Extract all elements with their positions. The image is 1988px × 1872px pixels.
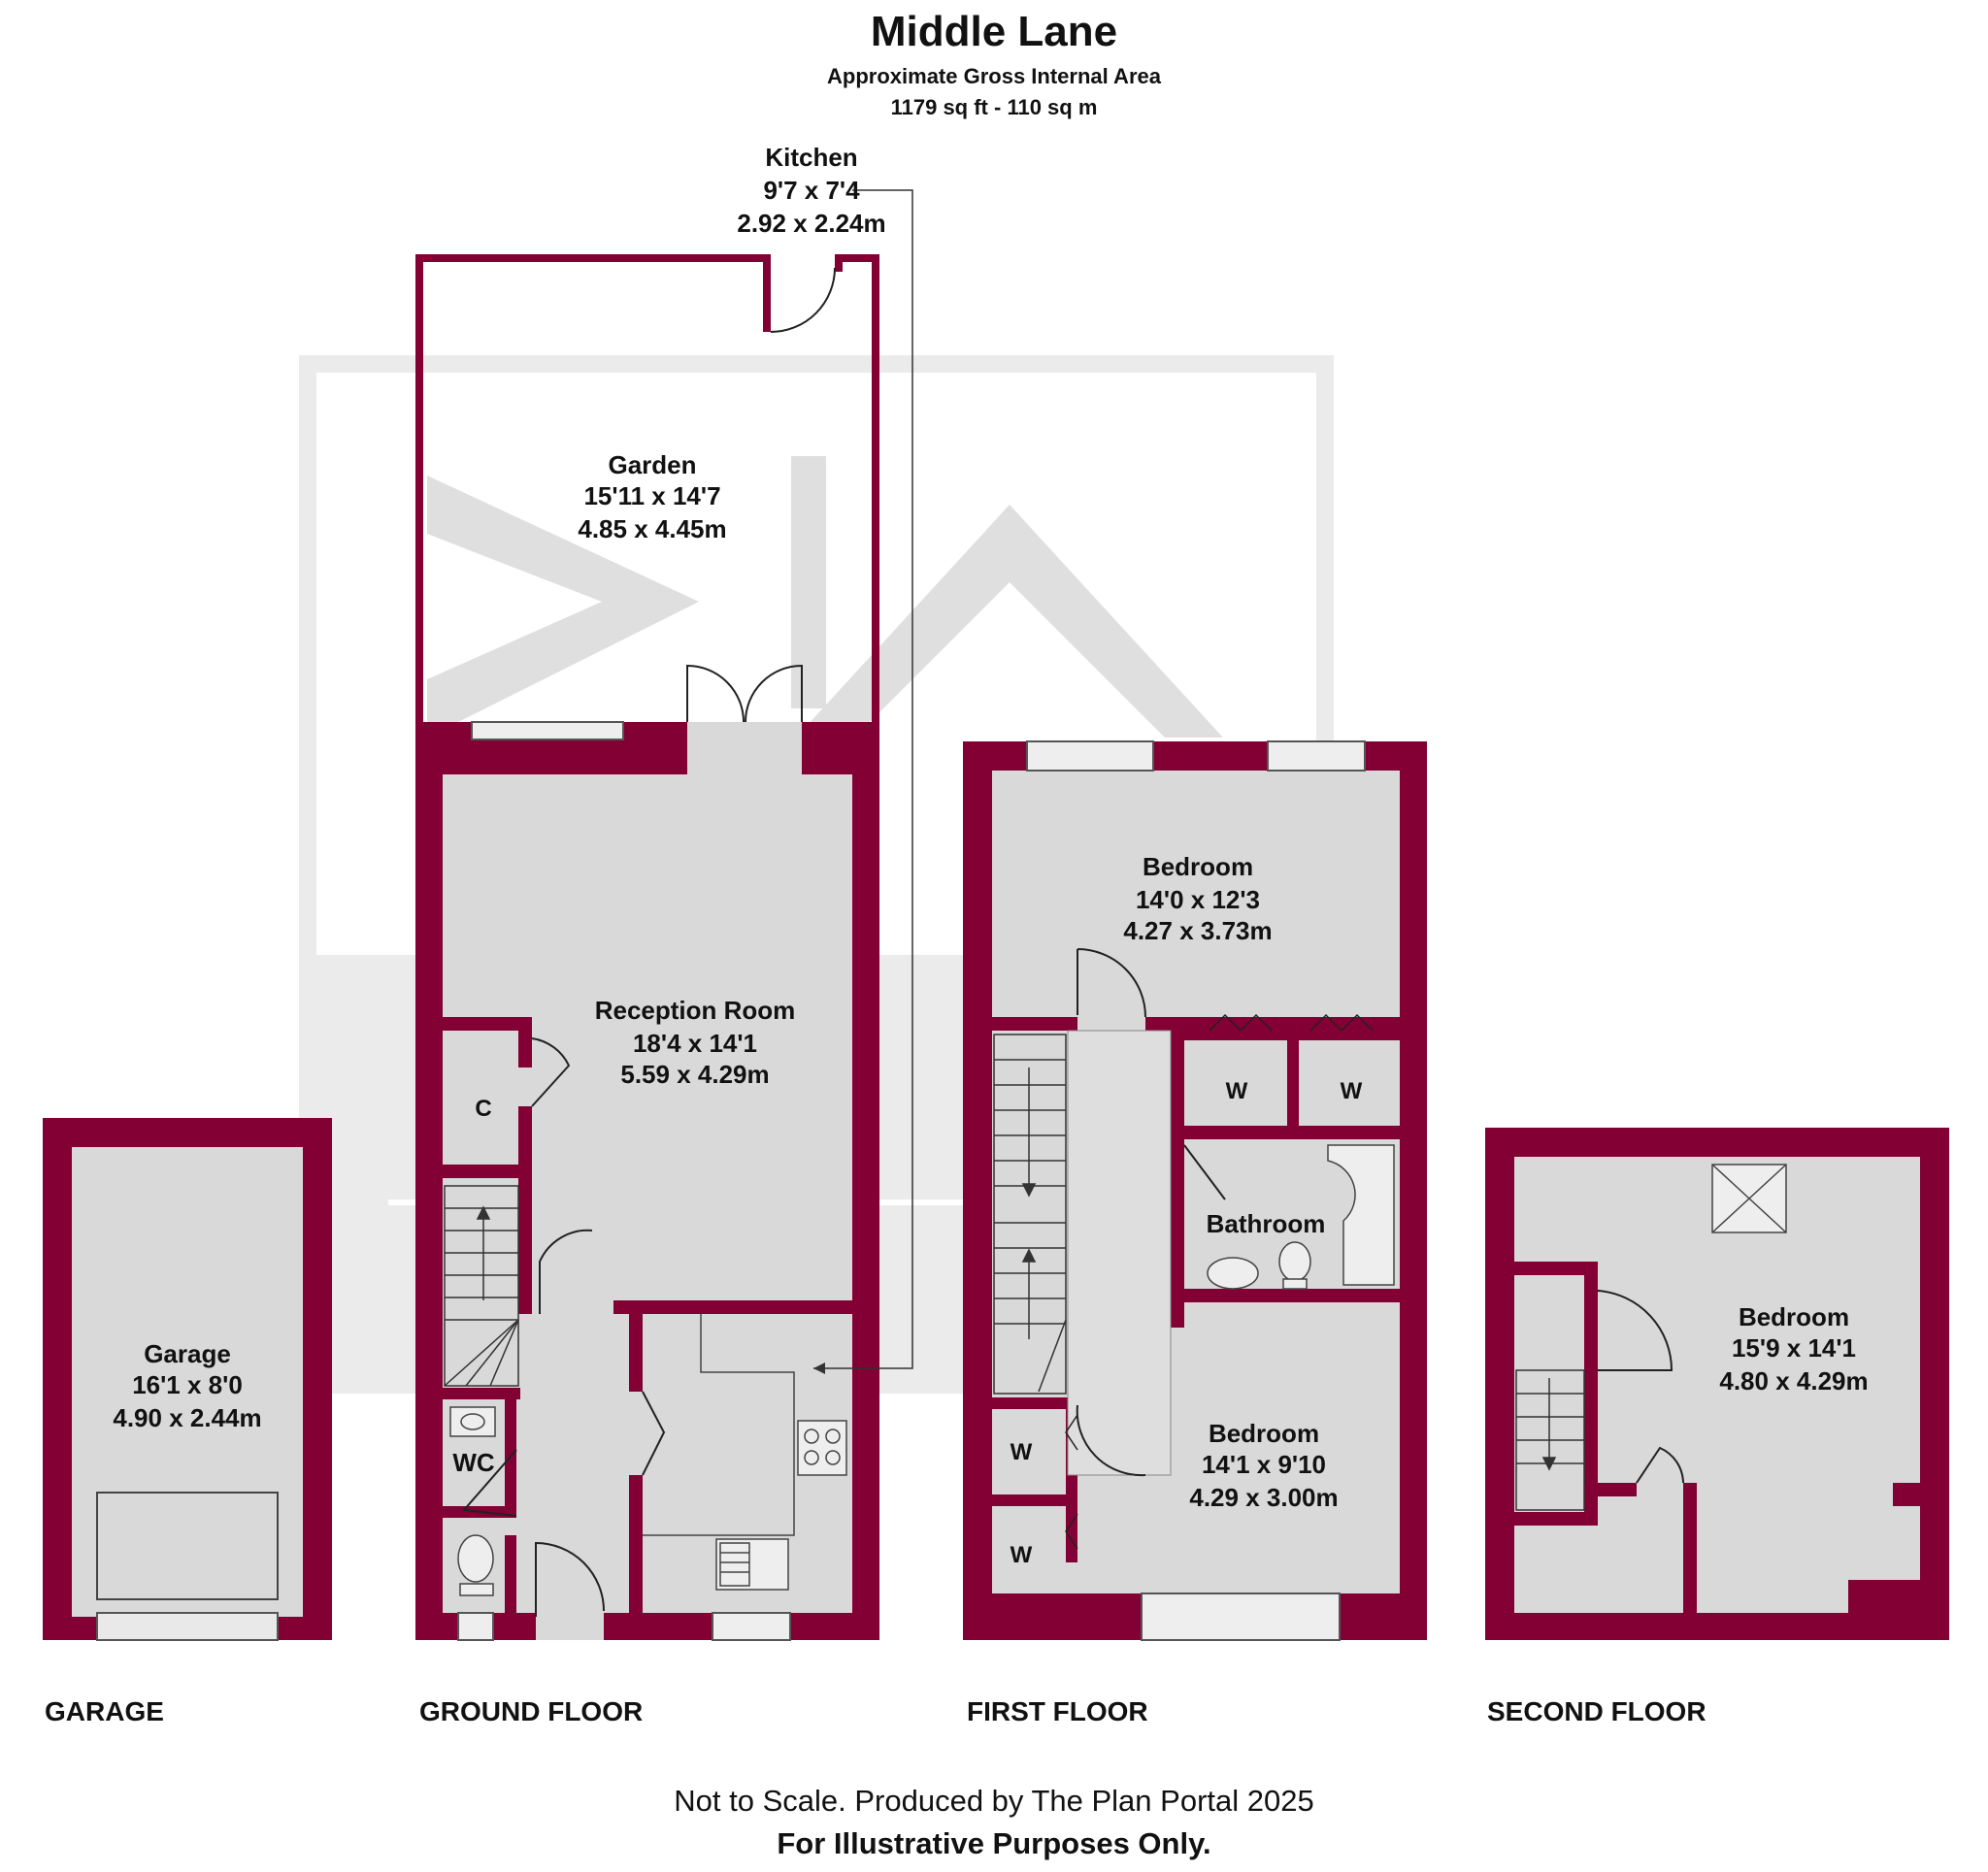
bedroom3-door bbox=[1597, 1290, 1673, 1371]
second-stairs bbox=[1515, 1369, 1585, 1511]
floor-label-garage: GARAGE bbox=[45, 1696, 164, 1726]
bedroom3-metric: 4.80 x 4.29m bbox=[1719, 1366, 1868, 1396]
kitchen-imperial: 9'7 x 7'4 bbox=[763, 176, 860, 205]
patio-door-left bbox=[686, 664, 745, 723]
window bbox=[457, 1612, 494, 1641]
floor-label-second: SECOND FLOOR bbox=[1487, 1696, 1706, 1726]
bedroom-door bbox=[1077, 948, 1146, 1018]
wc-label: WC bbox=[452, 1448, 495, 1477]
patio-door-right bbox=[745, 664, 803, 723]
room-labels: Kitchen 9'7 x 7'4 2.92 x 2.24m Garden 15… bbox=[113, 143, 1868, 1568]
front-door bbox=[535, 1541, 605, 1617]
bedroom3-imperial: 15'9 x 14'1 bbox=[1732, 1333, 1856, 1363]
patio-door-opening bbox=[687, 722, 802, 774]
footer-illustrative: For Illustrative Purposes Only. bbox=[777, 1826, 1211, 1860]
area-label: Approximate Gross Internal Area bbox=[827, 64, 1161, 88]
garage-plan bbox=[43, 1118, 332, 1641]
reception-imperial: 18'4 x 14'1 bbox=[633, 1029, 757, 1058]
page-title: Middle Lane bbox=[870, 8, 1118, 55]
bathroom-fittings bbox=[1207, 1144, 1395, 1290]
cupboard-label: C bbox=[475, 1096, 491, 1122]
cupboard-door bbox=[1636, 1446, 1684, 1484]
garden-gate bbox=[770, 267, 836, 333]
cupboard-door bbox=[531, 1037, 571, 1107]
front-door-opening bbox=[536, 1533, 604, 1640]
reception-label: Reception Room bbox=[595, 996, 796, 1025]
garage-label: Garage bbox=[144, 1339, 231, 1368]
bedroom2-imperial: 14'1 x 9'10 bbox=[1202, 1450, 1326, 1479]
kitchen-leader-line bbox=[813, 189, 913, 1369]
wc-fittings bbox=[449, 1406, 496, 1596]
bedroom3-label: Bedroom bbox=[1739, 1302, 1849, 1331]
wardrobe-label: W bbox=[1226, 1078, 1248, 1104]
bathroom-door bbox=[1183, 1144, 1226, 1200]
garage-door-marking bbox=[96, 1492, 279, 1600]
second-floor-plan bbox=[1485, 1128, 1949, 1640]
garage-metric: 4.90 x 2.44m bbox=[113, 1403, 261, 1432]
garden-plan bbox=[415, 254, 879, 722]
garage-imperial: 16'1 x 8'0 bbox=[132, 1370, 243, 1399]
window bbox=[712, 1612, 791, 1641]
footer-disclaimer: Not to Scale. Produced by The Plan Porta… bbox=[674, 1784, 1314, 1818]
kitchen-label: Kitchen bbox=[765, 143, 857, 172]
garden-metric: 4.85 x 4.45m bbox=[578, 514, 726, 543]
wardrobe-label: W bbox=[1011, 1542, 1033, 1568]
first-floor-plan bbox=[963, 740, 1427, 1641]
floor-label-ground: GROUND FLOOR bbox=[419, 1696, 644, 1726]
bedroom2-door bbox=[1076, 1404, 1146, 1477]
window bbox=[1267, 740, 1366, 772]
window bbox=[1026, 740, 1154, 772]
bedroom1-imperial: 14'0 x 12'3 bbox=[1136, 885, 1260, 914]
kitchen-metric: 2.92 x 2.24m bbox=[737, 209, 885, 238]
wardrobe-label: W bbox=[1341, 1078, 1363, 1104]
kitchen-fittings bbox=[643, 1314, 847, 1591]
bedroom2-metric: 4.29 x 3.00m bbox=[1189, 1483, 1338, 1512]
window bbox=[471, 721, 624, 740]
hall-door bbox=[539, 1229, 593, 1314]
bedroom1-metric: 4.27 x 3.73m bbox=[1123, 916, 1272, 945]
bedroom2-label: Bedroom bbox=[1209, 1419, 1319, 1448]
ground-stairs bbox=[444, 1185, 519, 1387]
kitchen-door bbox=[642, 1391, 666, 1476]
garage-door bbox=[96, 1612, 279, 1641]
first-stairs bbox=[993, 1034, 1067, 1395]
reception-metric: 5.59 x 4.29m bbox=[620, 1060, 769, 1089]
floor-label-first: FIRST FLOOR bbox=[967, 1696, 1148, 1726]
area-value: 1179 sq ft - 110 sq m bbox=[890, 95, 1098, 119]
skylight bbox=[1711, 1164, 1787, 1233]
window bbox=[1141, 1593, 1341, 1641]
bathroom-label: Bathroom bbox=[1207, 1209, 1326, 1238]
garden-imperial: 15'11 x 14'7 bbox=[583, 481, 720, 510]
bedroom1-label: Bedroom bbox=[1143, 852, 1253, 881]
wardrobe-label: W bbox=[1011, 1439, 1033, 1465]
garden-label: Garden bbox=[608, 450, 696, 479]
wc-door bbox=[461, 1449, 517, 1517]
ground-floor-plan bbox=[415, 664, 879, 1641]
